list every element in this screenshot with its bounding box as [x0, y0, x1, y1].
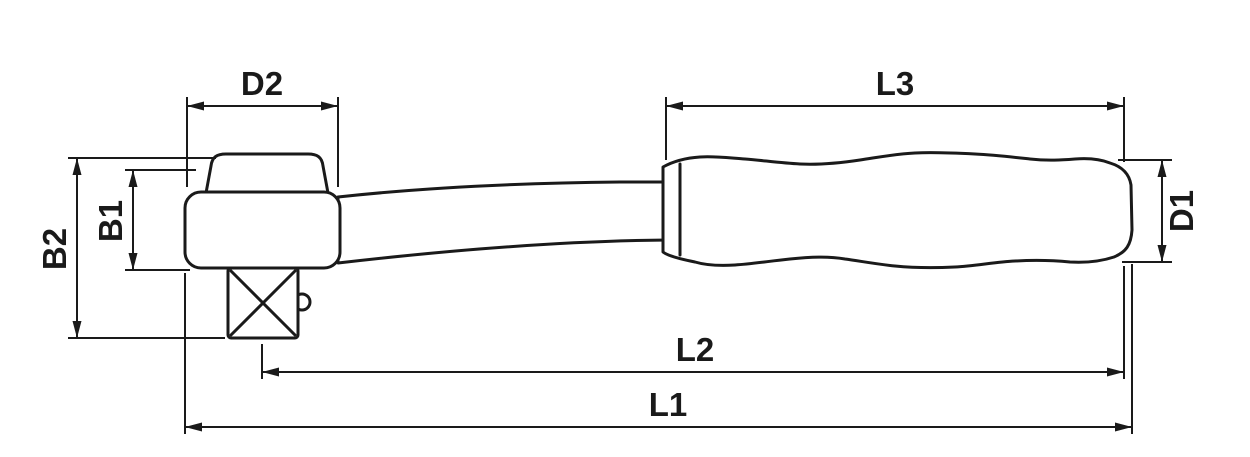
- ratchet-head-body: [183, 190, 342, 270]
- arrowhead: [262, 367, 279, 377]
- ratchet-head-cap: [204, 152, 330, 195]
- arrowhead: [72, 321, 82, 338]
- dim-label-l2: L2: [676, 331, 715, 368]
- square-drive-diagonal: [229, 269, 297, 337]
- handle-grip: [661, 151, 1134, 270]
- dim-label-l3: L3: [876, 65, 915, 102]
- arrowhead: [187, 101, 204, 111]
- neck: [336, 180, 670, 265]
- arrowhead: [128, 253, 138, 270]
- arrowhead: [72, 158, 82, 175]
- dim-label-d1: D1: [1163, 190, 1200, 232]
- dimension-b1: B1: [92, 169, 196, 271]
- dim-label-b1: B1: [92, 200, 129, 242]
- dimension-l3: L3: [665, 65, 1125, 162]
- dimension-l1: L1: [184, 264, 1133, 434]
- dimension-d2: D2: [186, 65, 339, 187]
- arrowhead: [1157, 160, 1167, 177]
- arrowhead: [666, 101, 683, 111]
- dimension-b2: B2: [36, 157, 225, 339]
- arrowhead: [1107, 367, 1124, 377]
- arrowhead: [1107, 101, 1124, 111]
- tool-outline: [183, 151, 1134, 340]
- arrowhead: [1115, 422, 1132, 432]
- arrowhead: [128, 170, 138, 187]
- dimension-d1: D1: [1118, 159, 1200, 263]
- arrowhead: [321, 101, 338, 111]
- arrowhead: [185, 422, 202, 432]
- dim-label-d2: D2: [241, 65, 283, 102]
- dim-label-b2: B2: [36, 228, 73, 270]
- dim-label-l1: L1: [649, 386, 688, 423]
- arrowhead: [1157, 245, 1167, 262]
- dimension-l2: L2: [261, 266, 1125, 379]
